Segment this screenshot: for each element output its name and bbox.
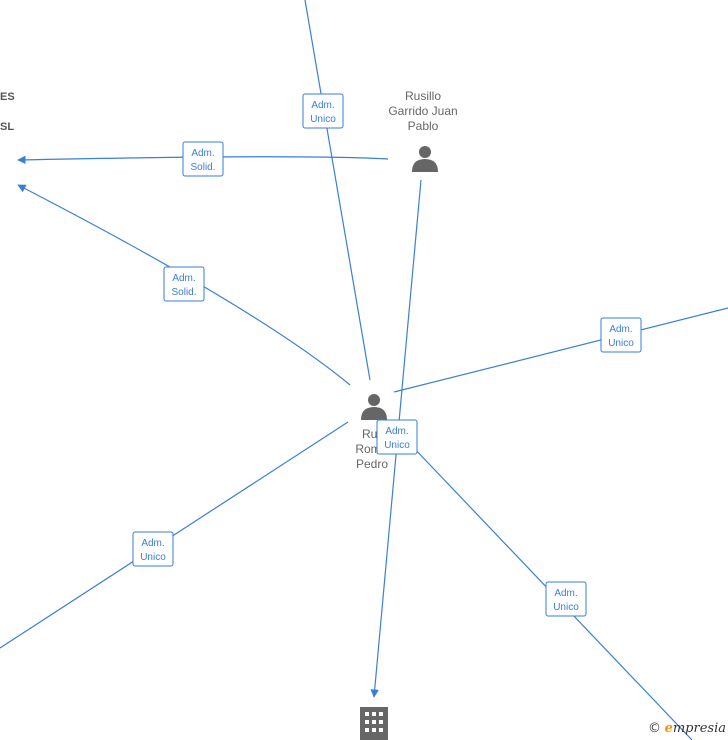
edge-label-line-1: Adm. xyxy=(385,426,408,437)
copyright-symbol: © xyxy=(647,721,661,736)
company-left-label[interactable]: ES SL xyxy=(0,91,15,133)
edge-rusillo-to-company-left xyxy=(17,155,389,165)
person-node-rusillo[interactable]: Rusillo Garrido Juan Pablo xyxy=(388,89,458,172)
edge-label-line-2: Unico xyxy=(384,440,410,451)
edge-label-center-to-company-left[interactable]: Adm. Solid. xyxy=(163,266,205,302)
edge-label-center-to-bottom-left[interactable]: Adm. Unico xyxy=(132,531,174,567)
edge-label-line-1: Adm. xyxy=(609,324,632,335)
brand-logo: empresia xyxy=(665,721,726,736)
person-icon xyxy=(361,394,387,420)
edge-label-rusillo-to-building[interactable]: Adm. Unico xyxy=(376,419,418,455)
edge-label-line-2: Unico xyxy=(140,552,166,563)
person-node-center[interactable]: Rui Rom Pedro xyxy=(355,394,388,471)
person-name-line-2: Rom xyxy=(355,442,380,456)
edge-center-to-bottom-left xyxy=(0,421,349,649)
person-name-line-3: Pablo xyxy=(408,119,439,133)
person-icon xyxy=(412,146,438,172)
edge-label-center-to-bottom-right[interactable]: Adm. Unico xyxy=(545,581,587,617)
person-name-line-1: Rusillo xyxy=(405,89,441,103)
company-left-label-line-1: ES xyxy=(0,91,15,103)
brand-initial: e xyxy=(664,721,673,736)
empresia-watermark: © empresia xyxy=(648,720,726,736)
brand-rest: mpresia xyxy=(672,721,726,736)
person-name-line-2: Garrido Juan xyxy=(388,104,457,118)
edge-label-top-to-center[interactable]: Adm. Unico xyxy=(302,93,344,129)
edge-center-to-company-left xyxy=(17,184,351,386)
edge-label-line-1: Adm. xyxy=(554,588,577,599)
edge-label-line-1: Adm. xyxy=(141,538,164,549)
person-name-line-1: Rui xyxy=(362,427,380,441)
edge-label-line-1: Adm. xyxy=(311,100,334,111)
edge-label-line-2: Solid. xyxy=(190,162,215,173)
company-node-bottom[interactable] xyxy=(360,707,388,740)
edge-label-line-2: Unico xyxy=(608,338,634,349)
edge-label-rusillo-to-company-left[interactable]: Adm. Solid. xyxy=(182,141,224,177)
edge-label-line-1: Adm. xyxy=(191,148,214,159)
edge-center-to-right xyxy=(393,307,728,393)
edge-label-line-1: Adm. xyxy=(172,273,195,284)
company-left-label-line-2: SL xyxy=(0,121,14,133)
edge-top-to-center xyxy=(304,0,371,381)
edge-label-center-to-right[interactable]: Adm. Unico xyxy=(600,317,642,353)
edge-label-line-2: Unico xyxy=(553,602,579,613)
person-name-line-3: Pedro xyxy=(356,457,388,471)
edge-label-line-2: Unico xyxy=(310,114,336,125)
building-icon xyxy=(360,707,388,740)
edge-label-line-2: Solid. xyxy=(171,287,196,298)
